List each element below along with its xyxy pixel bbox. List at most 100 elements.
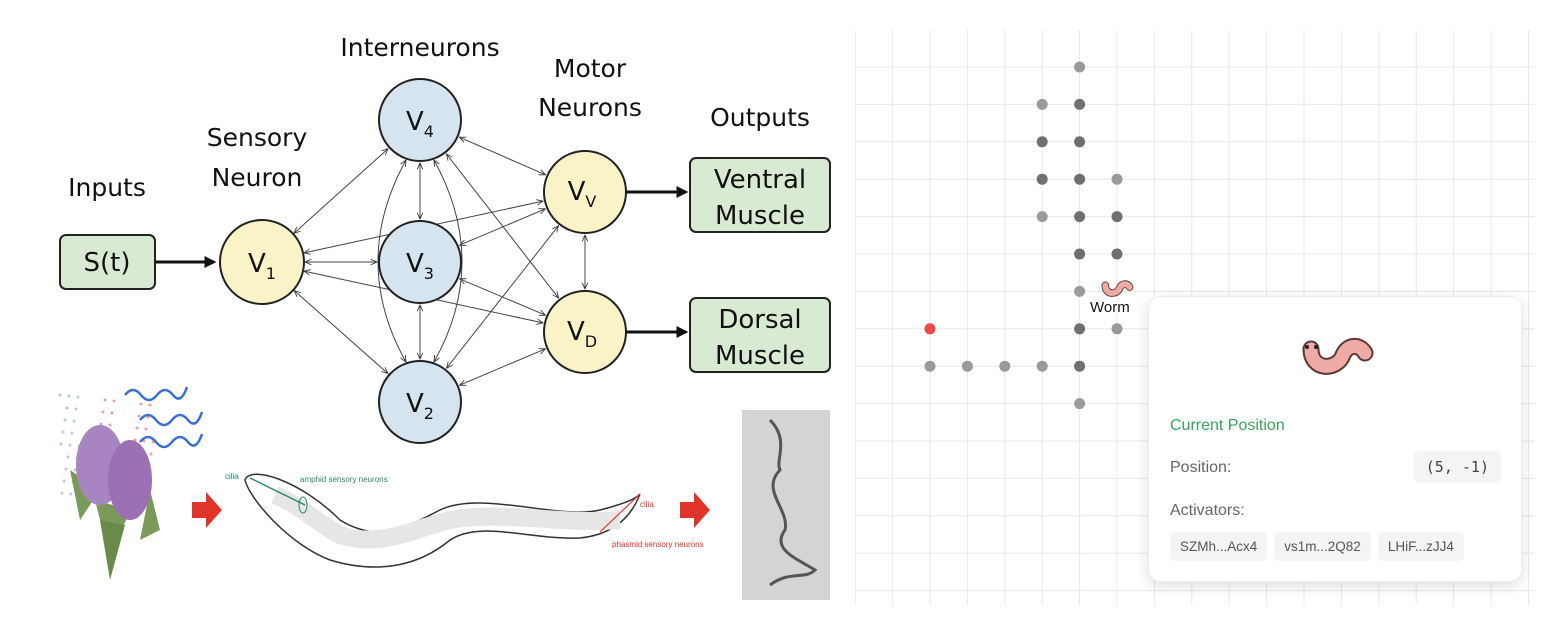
visited-cell-dot	[1111, 323, 1123, 335]
visited-cell-dot	[1074, 248, 1086, 260]
edge-v2-vd	[460, 349, 546, 385]
node-vd: VD	[543, 290, 627, 374]
node-v3: V3	[378, 220, 462, 304]
red-arrow-icon	[192, 492, 222, 528]
activator-chip[interactable]: LHiF...zJJ4	[1377, 532, 1464, 561]
worm-label: Worm	[1090, 299, 1130, 316]
activators-label: Activators:	[1170, 502, 1245, 519]
scent-dot	[65, 406, 69, 410]
svg-text:VV: VV	[568, 177, 597, 211]
scent-dot	[68, 443, 72, 447]
edge-v1-v4	[294, 149, 388, 234]
visited-cell-dot	[1036, 211, 1048, 223]
input-box: S(t)	[59, 234, 156, 290]
header-motor-2: Neurons	[538, 93, 642, 122]
scent-dot	[110, 411, 114, 415]
svg-text:amphid sensory neurons: amphid sensory neurons	[300, 475, 388, 484]
header-inputs: Inputs	[68, 173, 146, 202]
svg-text:VD: VD	[567, 317, 597, 351]
scent-dot	[137, 414, 141, 418]
activator-chip[interactable]: SZMh...Acx4	[1170, 532, 1268, 561]
visited-cell-dot	[1074, 136, 1086, 148]
odor-waves-icon	[124, 386, 204, 449]
position-value: (5, -1)	[1413, 451, 1501, 483]
visited-cell-dot	[1074, 98, 1086, 110]
scent-dot	[112, 399, 116, 403]
visited-cell-dot	[1074, 211, 1086, 223]
visited-cell-dot	[1111, 248, 1123, 260]
visited-cell-dot	[1074, 398, 1086, 410]
edge-v1-v2	[294, 291, 388, 374]
scent-dot	[60, 491, 64, 495]
dorsal-muscle-box: Dorsal Muscle	[689, 297, 831, 373]
svg-text:V1: V1	[248, 249, 276, 283]
svg-text:S(t): S(t)	[84, 248, 131, 278]
node-vv: VV	[543, 150, 627, 234]
target-dot	[924, 323, 936, 335]
node-v2: V2	[378, 360, 462, 444]
scent-dot	[108, 423, 112, 427]
scent-dot	[64, 467, 68, 471]
header-sensory-2: Neuron	[212, 163, 303, 192]
lilac-flower-illustration	[58, 393, 160, 580]
scent-dot	[63, 418, 67, 422]
svg-text:Muscle: Muscle	[715, 201, 805, 231]
visited-cell-dot	[999, 360, 1011, 372]
visited-cell-dot	[1036, 360, 1048, 372]
scent-dot	[62, 479, 66, 483]
svg-text:Muscle: Muscle	[715, 341, 805, 371]
node-v4: V4	[378, 78, 462, 162]
visited-cell-dot	[1074, 323, 1086, 335]
neural-circuit-diagram: Inputs Sensory Neuron Interneurons Motor…	[58, 33, 831, 600]
visited-cell-dot	[1074, 173, 1086, 185]
scent-dot	[148, 403, 152, 407]
worm-anatomy-illustration: cilia amphid sensory neurons cilia phasm…	[225, 472, 704, 568]
ventral-muscle-box: Ventral Muscle	[689, 157, 831, 233]
scent-dot	[73, 468, 77, 472]
edge-v4-vv	[459, 137, 545, 175]
svg-text:cilia: cilia	[640, 500, 654, 509]
svg-text:Dorsal: Dorsal	[718, 305, 801, 335]
node-v1: V1	[219, 219, 305, 305]
edge-v4-vd	[446, 154, 558, 298]
worm-info-card: Current Position Position: (5, -1) Activ…	[1148, 296, 1522, 582]
position-label: Position:	[1170, 459, 1232, 476]
svg-text:V2: V2	[406, 389, 434, 423]
scent-dot	[72, 419, 76, 423]
scent-dot	[101, 410, 105, 414]
visited-cell-dot	[1074, 285, 1086, 297]
scent-dot	[70, 431, 74, 435]
visited-cell-dot	[1036, 173, 1048, 185]
red-arrow-icon	[680, 492, 710, 528]
header-motor-1: Motor	[554, 54, 627, 83]
card-title: Current Position	[1170, 417, 1285, 434]
scent-dot	[66, 455, 70, 459]
header-sensory-1: Sensory	[207, 123, 308, 152]
edge-v2-vv	[447, 226, 559, 368]
header-interneurons: Interneurons	[340, 33, 499, 62]
visited-cell-dot	[1111, 211, 1123, 223]
scent-dot	[58, 393, 62, 397]
svg-text:cilia: cilia	[225, 472, 239, 481]
scent-dot	[144, 427, 148, 431]
scent-dot	[67, 394, 71, 398]
visited-cell-dot	[1074, 61, 1086, 73]
scent-dot	[74, 407, 78, 411]
visited-cell-dot	[1111, 173, 1123, 185]
edge-v3-vv	[460, 209, 546, 245]
worm-photo	[742, 410, 830, 600]
visited-cell-dot	[1074, 360, 1086, 372]
scent-dot	[103, 398, 107, 402]
visited-cell-dot	[961, 360, 973, 372]
header-outputs: Outputs	[710, 103, 810, 132]
visited-cell-dot	[1036, 136, 1048, 148]
activator-chip[interactable]: vs1m...2Q82	[1274, 532, 1371, 561]
scent-dot	[133, 438, 137, 442]
worm-icon[interactable]	[1101, 280, 1134, 297]
scent-dot	[59, 442, 63, 446]
svg-text:phasmid sensory neurons: phasmid sensory neurons	[612, 540, 704, 549]
svg-text:V4: V4	[406, 107, 434, 141]
scent-dot	[135, 426, 139, 430]
visited-cell-dot	[924, 360, 936, 372]
scent-dot	[61, 430, 65, 434]
